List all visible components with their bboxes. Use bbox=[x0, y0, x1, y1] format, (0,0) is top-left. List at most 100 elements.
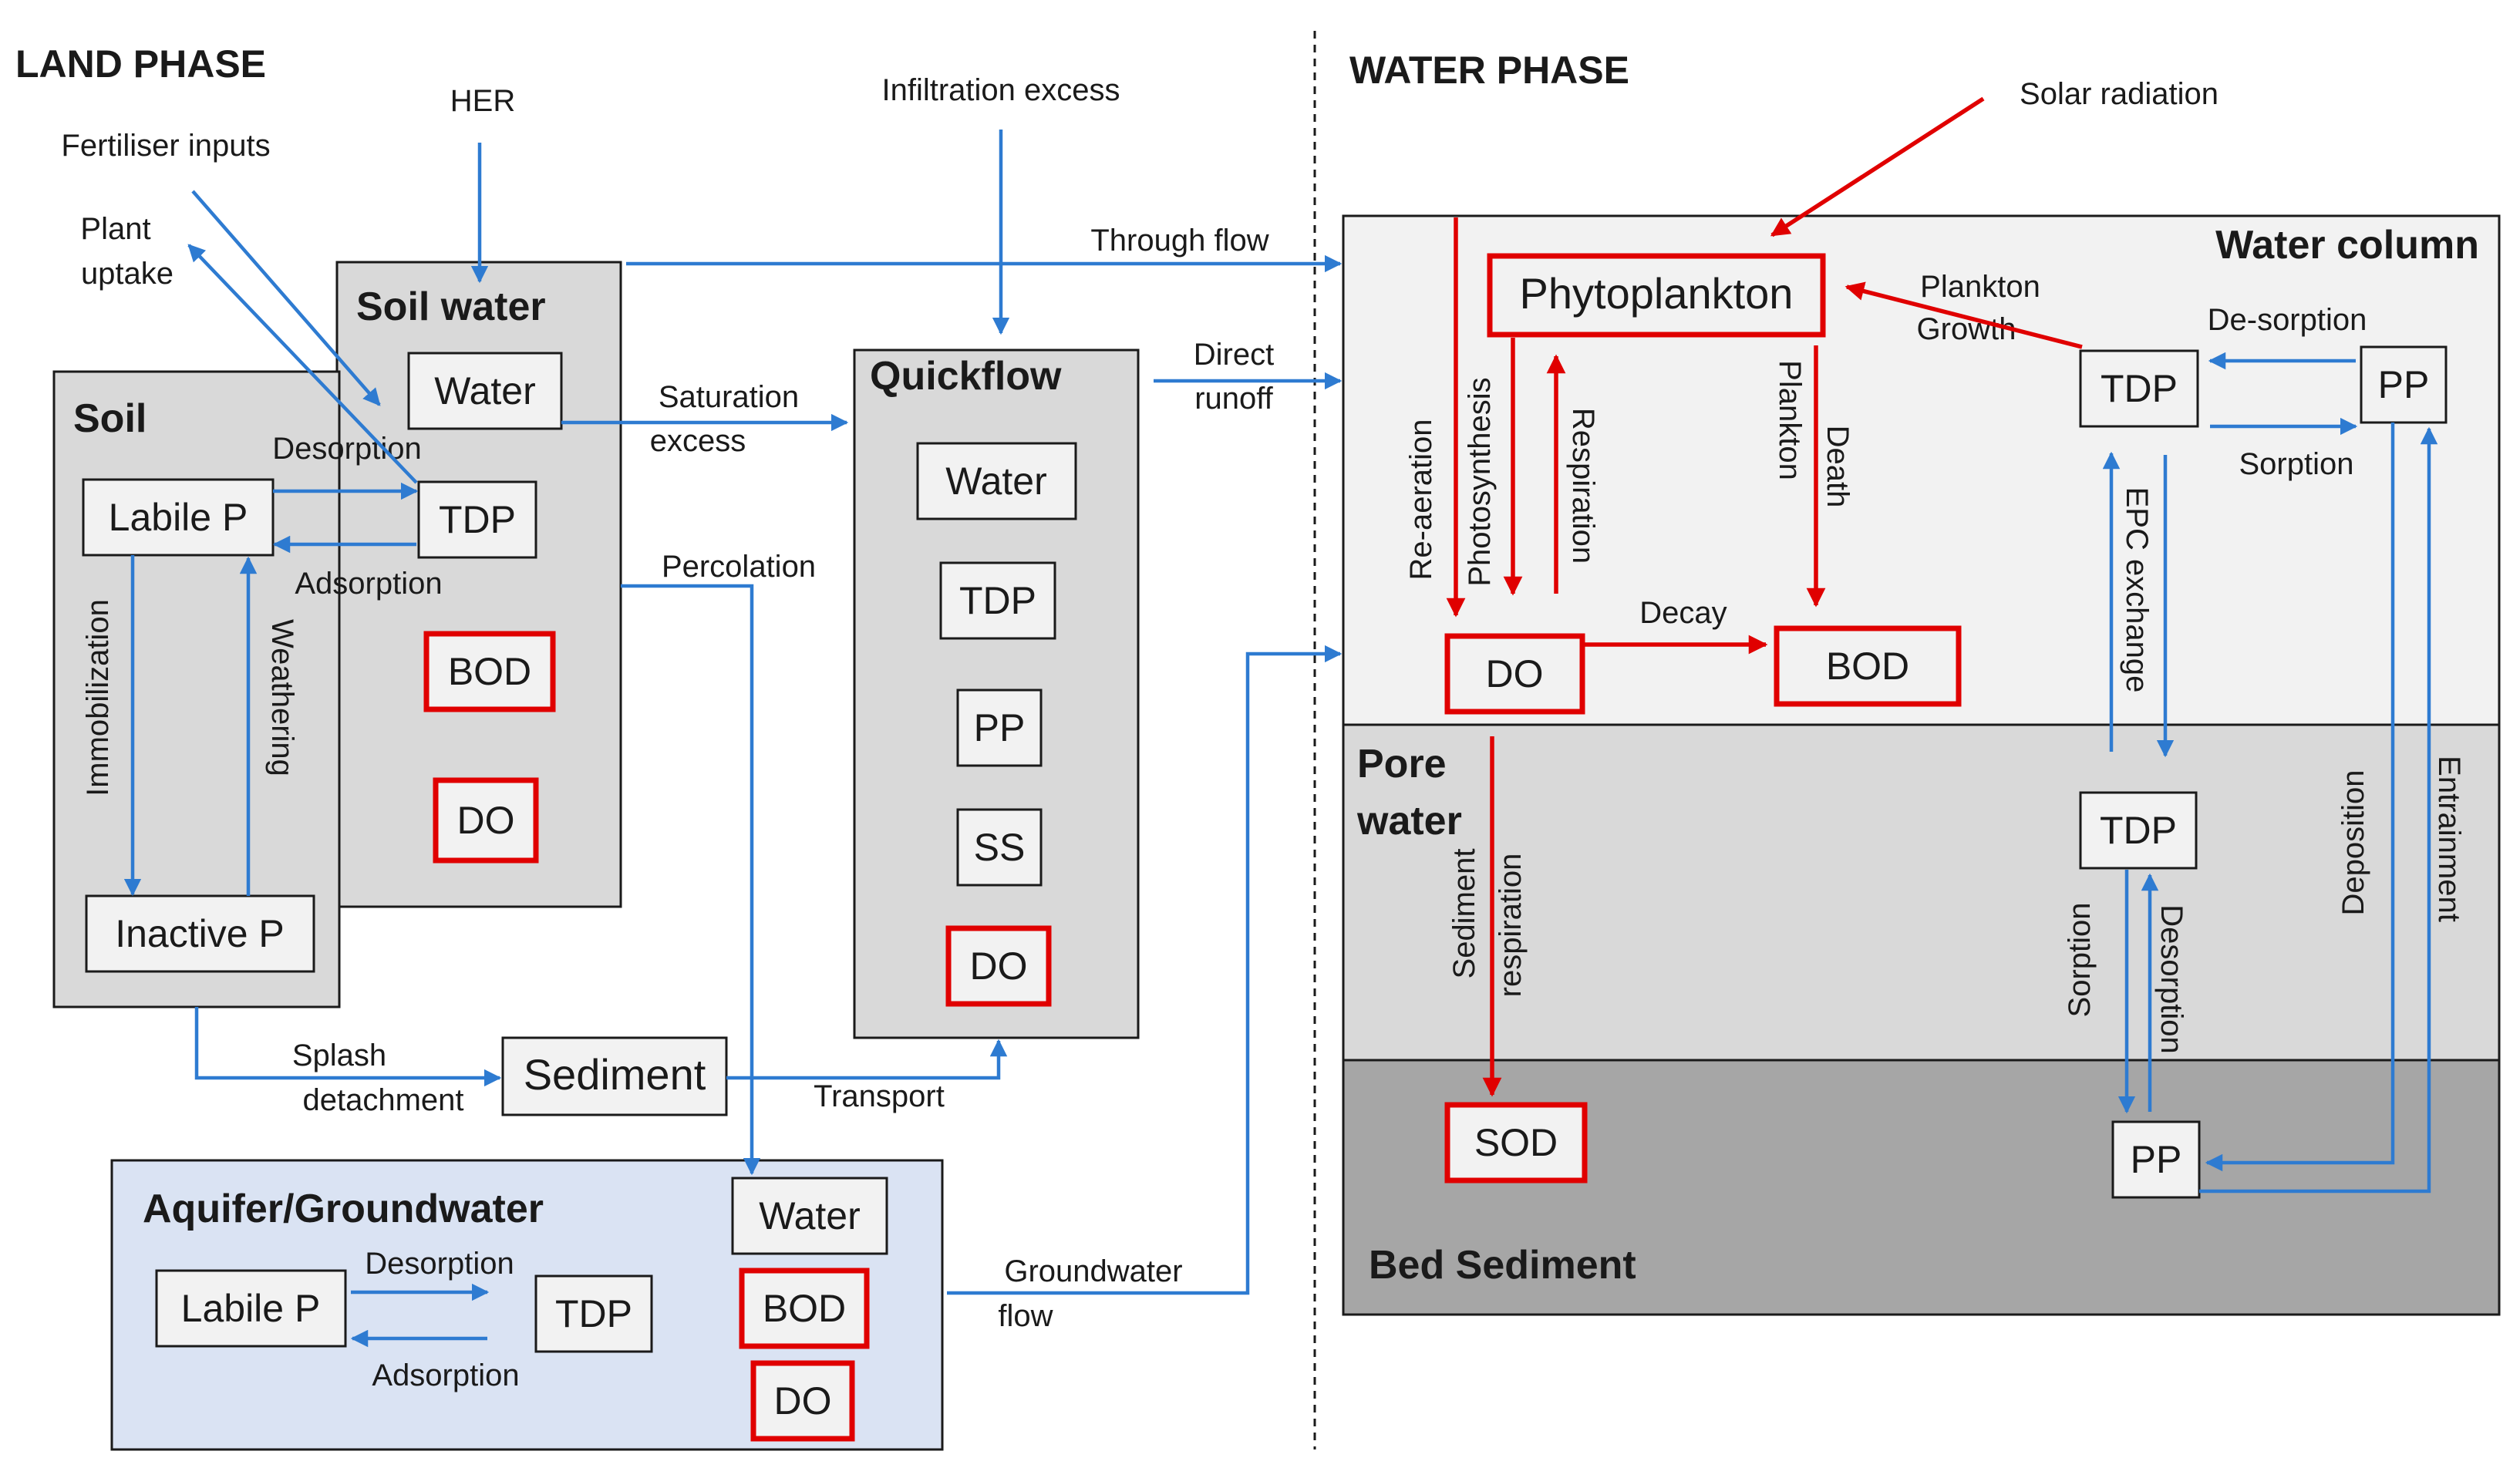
phytoplankton-box bbox=[1487, 253, 1826, 338]
direct-runoff-label-1: Direct bbox=[1194, 338, 1274, 372]
percolation-arrow bbox=[621, 584, 761, 1176]
pw-tdp-box bbox=[2079, 791, 2198, 870]
soil-title: Soil bbox=[73, 396, 147, 441]
splash-detachment-arrow bbox=[194, 1007, 502, 1087]
quickflow-water-box bbox=[916, 442, 1077, 520]
water-phase-heading: WATER PHASE bbox=[1349, 49, 1629, 92]
sediment-respiration-label-2: respiration bbox=[1494, 854, 1528, 998]
solar-radiation-label: Solar radiation bbox=[2020, 77, 2218, 111]
sediment-respiration-label-1: Sediment bbox=[1447, 849, 1481, 979]
wc-sorption-label: Sorption bbox=[2239, 447, 2354, 481]
wc-desorption-label: De-sorption bbox=[2208, 303, 2367, 337]
aquifer-tdp-box bbox=[534, 1274, 653, 1353]
deposition-label: Deposition bbox=[2336, 769, 2370, 915]
pw-sorption-label: Sorption bbox=[2063, 903, 2097, 1018]
sod-box bbox=[1444, 1102, 1588, 1183]
soil-water-water-label: Water bbox=[434, 369, 536, 412]
respiration-label: Respiration bbox=[1566, 408, 1600, 564]
aquifer-tdp-label: TDP bbox=[555, 1292, 632, 1335]
photosynthesis-label: Photosynthesis bbox=[1463, 377, 1497, 586]
transport-arrow bbox=[726, 1039, 1008, 1080]
aquifer-desorption-label: Desorption bbox=[365, 1247, 514, 1281]
groundwater-flow-label-2: flow bbox=[998, 1299, 1053, 1333]
quickflow-do-box bbox=[945, 925, 1052, 1007]
wc-do-label: DO bbox=[1486, 652, 1544, 695]
plankton-death-label-1: Plankton bbox=[1773, 360, 1807, 480]
aquifer-water-label: Water bbox=[759, 1194, 861, 1237]
groundwater-flow-label-1: Groundwater bbox=[1004, 1254, 1182, 1288]
aquifer-bod-label: BOD bbox=[763, 1287, 846, 1330]
quickflow-title: Quickflow bbox=[870, 354, 1062, 399]
pw-desorption-label: Desorption bbox=[2154, 904, 2188, 1053]
aquifer-do-label: DO bbox=[774, 1379, 832, 1423]
wc-pp-box bbox=[2360, 345, 2448, 424]
water-column-title: Water column bbox=[2215, 223, 2479, 268]
soil-water-title: Soil water bbox=[356, 285, 546, 329]
quickflow-tdp-box bbox=[939, 561, 1056, 640]
sediment-box bbox=[501, 1036, 728, 1116]
aquifer-water-box bbox=[731, 1177, 888, 1255]
soil-water-bod-box bbox=[423, 631, 556, 712]
deposition-arrow bbox=[2205, 423, 2395, 1172]
wc-tdp-box bbox=[2079, 349, 2199, 428]
quickflow-pp-box bbox=[956, 689, 1043, 767]
epc-exchange-label: EPC exchange bbox=[2120, 487, 2154, 693]
saturation-label-2: excess bbox=[650, 424, 746, 458]
aquifer-title: Aquifer/Groundwater bbox=[143, 1187, 544, 1231]
pw-tdp-label: TDP bbox=[2100, 809, 2177, 852]
saturation-label-1: Saturation bbox=[659, 380, 799, 414]
direct-runoff-label-2: runoff bbox=[1194, 382, 1273, 416]
plankton-death-label-2: Death bbox=[1821, 426, 1855, 508]
quickflow-pp-label: PP bbox=[974, 706, 1026, 749]
weathering-label: Weathering bbox=[265, 619, 299, 776]
entrainment-arrow bbox=[2199, 426, 2438, 1194]
quickflow-ss-box bbox=[956, 808, 1043, 887]
soil-tdp-box bbox=[417, 480, 537, 559]
wc-tdp-label: TDP bbox=[2101, 367, 2178, 410]
aquifer-do-box bbox=[750, 1360, 855, 1442]
infiltration-label: Infiltration excess bbox=[881, 73, 1120, 107]
pore-water-panel bbox=[1342, 723, 2501, 1062]
soil-inactive-p-label: Inactive P bbox=[115, 912, 285, 955]
entrainment-label: Entrainment bbox=[2432, 756, 2466, 922]
aquifer-labile-p-box bbox=[155, 1269, 347, 1348]
wc-bod-box bbox=[1774, 625, 1962, 707]
plankton-growth-arrow bbox=[1845, 281, 2083, 349]
quickflow-water-label: Water bbox=[945, 460, 1047, 503]
wc-pp-label: PP bbox=[2378, 363, 2430, 406]
bed-pp-box bbox=[2111, 1120, 2201, 1199]
plankton-growth-label-1: Plankton bbox=[1920, 270, 2040, 304]
wc-bod-label: BOD bbox=[1826, 645, 1909, 688]
through-flow-label: Through flow bbox=[1090, 224, 1268, 258]
fertiliser-label: Fertiliser inputs bbox=[61, 129, 270, 163]
aquifer-labile-p-label: Labile P bbox=[181, 1287, 321, 1330]
immobilization-label: Immobilization bbox=[81, 599, 115, 796]
aquifer-bod-box bbox=[739, 1268, 870, 1349]
soil-water-do-label: DO bbox=[457, 799, 515, 842]
soil-tdp-label: TDP bbox=[439, 498, 516, 541]
plant-uptake-label-1: Plant bbox=[80, 212, 150, 246]
aquifer-adsorption-label: Adsorption bbox=[372, 1359, 519, 1392]
pore-water-title-1: Pore bbox=[1357, 742, 1447, 786]
quickflow-ss-label: SS bbox=[974, 826, 1026, 869]
plant-uptake-arrow bbox=[187, 244, 418, 484]
soil-water-do-box bbox=[433, 777, 539, 864]
her-label: HER bbox=[450, 84, 515, 118]
bed-pp-label: PP bbox=[2131, 1138, 2182, 1181]
soil-labile-p-box bbox=[82, 478, 275, 557]
phytoplankton-label: Phytoplankton bbox=[1520, 269, 1794, 318]
sediment-label: Sediment bbox=[524, 1050, 706, 1099]
quickflow-tdp-label: TDP bbox=[959, 579, 1036, 622]
wc-do-box bbox=[1444, 633, 1585, 715]
splash-label-2: detachment bbox=[302, 1083, 463, 1117]
land-phase-heading: LAND PHASE bbox=[15, 42, 266, 86]
splash-label-1: Splash bbox=[292, 1039, 386, 1072]
reaeration-label: Re-aeration bbox=[1404, 419, 1438, 580]
decay-label: Decay bbox=[1639, 596, 1727, 630]
quickflow-do-label: DO bbox=[970, 944, 1028, 988]
soil-labile-p-label: Labile P bbox=[109, 496, 248, 539]
transport-label: Transport bbox=[814, 1079, 945, 1113]
soil-desorption-label: Desorption bbox=[272, 432, 421, 466]
